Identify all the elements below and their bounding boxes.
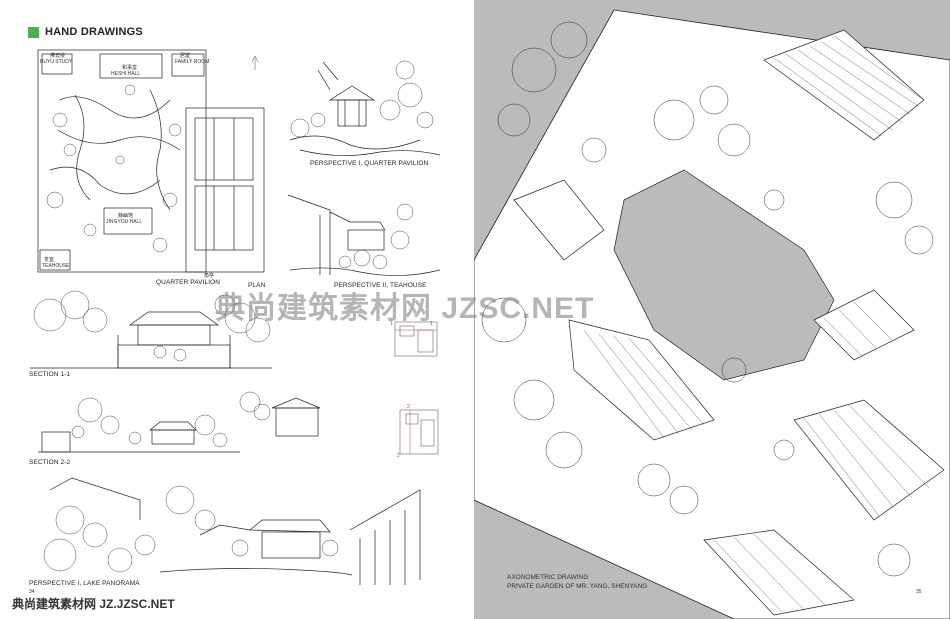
caption-perspective-2: PERSPECTIVE II, TEAHOUSE: [334, 282, 427, 289]
plan-label-quarter-cn: 角亭: [204, 273, 215, 279]
page-number-left: 34: [29, 589, 35, 595]
lake-panorama-drawing: [43, 477, 421, 585]
caption-lake-panorama: PERSPECTIVE I, LAKE PANORAMA: [29, 580, 140, 587]
page-number-right: 35: [916, 589, 922, 595]
plan-label-teahouse: TEAHOUSE: [42, 263, 70, 269]
axonometric-caption-line-2: PRIVATE GARDEN OF MR. YANG, SHENYANG: [507, 583, 648, 590]
section-title: HAND DRAWINGS: [45, 26, 143, 38]
plan-label-jingyou-cn: 静幽馆: [118, 213, 134, 219]
plan-label-teahouse-cn: 茶室: [44, 257, 55, 263]
caption-section-2: SECTION 2-2: [29, 459, 71, 466]
key-mark-1a: 1: [390, 321, 393, 327]
watermark-bottom-left: 典尚建筑素材网 JZ.JZSC.NET: [12, 597, 175, 611]
watermark-bottom-right: NO:164811: [853, 595, 915, 609]
left-page: HAND DRAWINGS: [0, 0, 474, 619]
green-square-icon: [28, 26, 39, 38]
plan-label-family-cn: 居室: [180, 53, 191, 59]
axonometric-caption-line-1: AXONOMETRIC DRAWING: [507, 574, 589, 581]
plan-drawing: [37, 49, 265, 273]
key-mark-2b: 2: [397, 453, 400, 459]
perspective-teahouse-sketch: [287, 194, 441, 276]
plan-label-hall: HESHI HALL: [111, 71, 141, 77]
plan-label-family: FAMILY ROOM: [175, 59, 210, 65]
watermark-center: 典尚建筑素材网 JZSC.NET: [215, 292, 595, 325]
key-mark-1b: 1: [430, 321, 433, 327]
plan-label-study-cn: 拂云楼: [50, 53, 66, 59]
plan-label-hall-cn: 和事堂: [122, 65, 138, 71]
section-1-1-drawing: [30, 290, 272, 369]
caption-section-1: SECTION 1-1: [29, 371, 71, 378]
plan-label-quarter: QUARTER PAVILION: [156, 279, 221, 286]
right-page-axonometric: [474, 0, 950, 619]
key-plan-2: [399, 409, 439, 455]
plan-label-study: BUYU STUDY: [40, 59, 73, 65]
axonometric-caption: AXONOMETRIC DRAWING PRIVATE GARDEN OF MR…: [507, 573, 647, 591]
section-2-2-drawing: [38, 391, 321, 453]
section-header: HAND DRAWINGS: [28, 26, 143, 38]
caption-perspective-1: PERSPECTIVE I, QUARTER PAVILION: [310, 160, 429, 167]
plan-caption: PLAN: [248, 282, 266, 289]
key-mark-2a: 2: [407, 404, 410, 410]
axonometric-drawing: [474, 9, 950, 619]
perspective-quarter-pavilion-sketch: [289, 60, 441, 156]
key-plan-1: [394, 321, 438, 357]
plan-label-jingyou: JINGYOU HALL: [106, 219, 143, 225]
